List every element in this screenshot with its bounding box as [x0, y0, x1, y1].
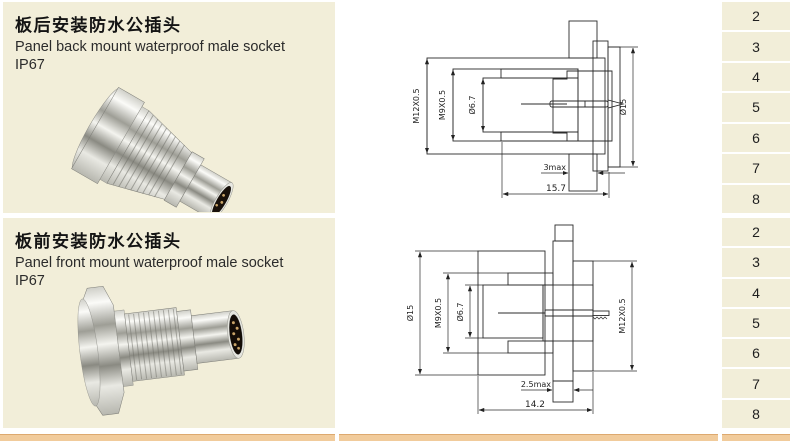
- dim-panel-thickness: 3max: [541, 163, 625, 176]
- index-cell: 8: [722, 399, 790, 428]
- accent-bar-segment: [722, 434, 790, 441]
- info-panel-back-mount: 板后安装防水公插头 Panel back mount waterproof ma…: [3, 2, 335, 213]
- index-cell: 7: [722, 154, 790, 183]
- index-cell: 6: [722, 123, 790, 153]
- thread-sleeve-hatch-top: [500, 68, 579, 79]
- panel-plate-section: [552, 240, 574, 382]
- index-cell: 2: [722, 218, 790, 247]
- dim-length: 15.7: [501, 142, 610, 198]
- index-cell: 4: [722, 278, 790, 307]
- dim-thread-outer: M12X0.5: [412, 58, 430, 154]
- index-column-bottom: 2 3 4 5 6 7 8: [722, 218, 790, 428]
- dim-label-m9: M9X0.5: [438, 90, 447, 120]
- contact-pin: [498, 309, 610, 320]
- technical-drawing-front-mount: Ø15 M9X0.5 Ø6.7 M12X0.5: [335, 218, 718, 429]
- mount-nut-bottom: [568, 153, 598, 192]
- dim-bore: Ø6.7: [467, 78, 486, 132]
- index-cell: 6: [722, 339, 790, 368]
- index-cell: 3: [722, 32, 790, 61]
- accent-bar-segment: [339, 434, 718, 441]
- dim-diameter: Ø15: [608, 46, 638, 168]
- index-column-top: 2 3 4 5 6 7 8: [722, 2, 790, 213]
- dim-label-length: 14.2: [525, 400, 545, 410]
- dim-label-m12: M12X0.5: [618, 298, 627, 333]
- dim-label-bore: Ø6.7: [455, 302, 465, 321]
- product-title-en: Panel back mount waterproof male socket: [15, 39, 285, 55]
- dim-bore: Ø6.7: [455, 284, 483, 339]
- index-cell: 7: [722, 369, 790, 398]
- dim-label-panel-max: 2.5max: [521, 380, 551, 389]
- product-photo-back-mount: [71, 86, 234, 212]
- index-cell: 4: [722, 62, 790, 92]
- mount-nut-top: [568, 20, 598, 59]
- dim-thread-outer: M12X0.5: [593, 260, 637, 372]
- thread-sleeve-hatch-bottom: [500, 131, 579, 142]
- dim-diameter: Ø15: [405, 250, 478, 376]
- dim-length: 14.2: [477, 372, 594, 414]
- dim-thread-inner: M9X0.5: [434, 272, 508, 354]
- ip-rating: IP67: [15, 273, 45, 290]
- dim-label-diameter: Ø15: [618, 99, 628, 115]
- index-cell: 2: [722, 2, 790, 31]
- accent-bar-segment: [0, 434, 335, 441]
- product-photo-front-mount: [77, 286, 245, 416]
- thread-sleeve-hatch-bottom: [507, 340, 554, 354]
- dim-label-m12: M12X0.5: [412, 88, 421, 123]
- panel-plate-section: [592, 40, 609, 172]
- mount-stub-top: [554, 224, 574, 242]
- insulator-section: [542, 284, 594, 342]
- dim-label-length: 15.7: [546, 184, 566, 194]
- thread-sleeve-hatch-top: [507, 272, 554, 286]
- dim-label-m9: M9X0.5: [434, 298, 443, 328]
- product-title-cn: 板后安装防水公插头: [15, 16, 182, 35]
- dim-thread-inner: M9X0.5: [438, 69, 456, 141]
- index-cell: 5: [722, 93, 790, 122]
- index-cell: 3: [722, 248, 790, 277]
- insulator-section: [552, 70, 613, 142]
- product-title-cn: 板前安装防水公插头: [15, 232, 182, 251]
- dim-label-panel-max: 3max: [543, 163, 566, 172]
- dim-label-bore: Ø6.7: [467, 95, 477, 114]
- index-cell: 8: [722, 184, 790, 213]
- technical-drawing-back-mount: M12X0.5 M9X0.5 Ø6.7 Ø15 3max: [335, 1, 718, 214]
- dim-panel-thickness: 2.5max: [521, 380, 593, 393]
- index-cell: 5: [722, 308, 790, 338]
- mount-tab-bottom: [552, 380, 574, 403]
- dim-label-diameter: Ø15: [405, 305, 415, 321]
- ip-rating: IP67: [15, 57, 45, 74]
- info-panel-front-mount: 板前安装防水公插头 Panel front mount waterproof m…: [3, 218, 335, 428]
- product-title-en: Panel front mount waterproof male socket: [15, 255, 284, 271]
- contact-pin: [521, 99, 625, 109]
